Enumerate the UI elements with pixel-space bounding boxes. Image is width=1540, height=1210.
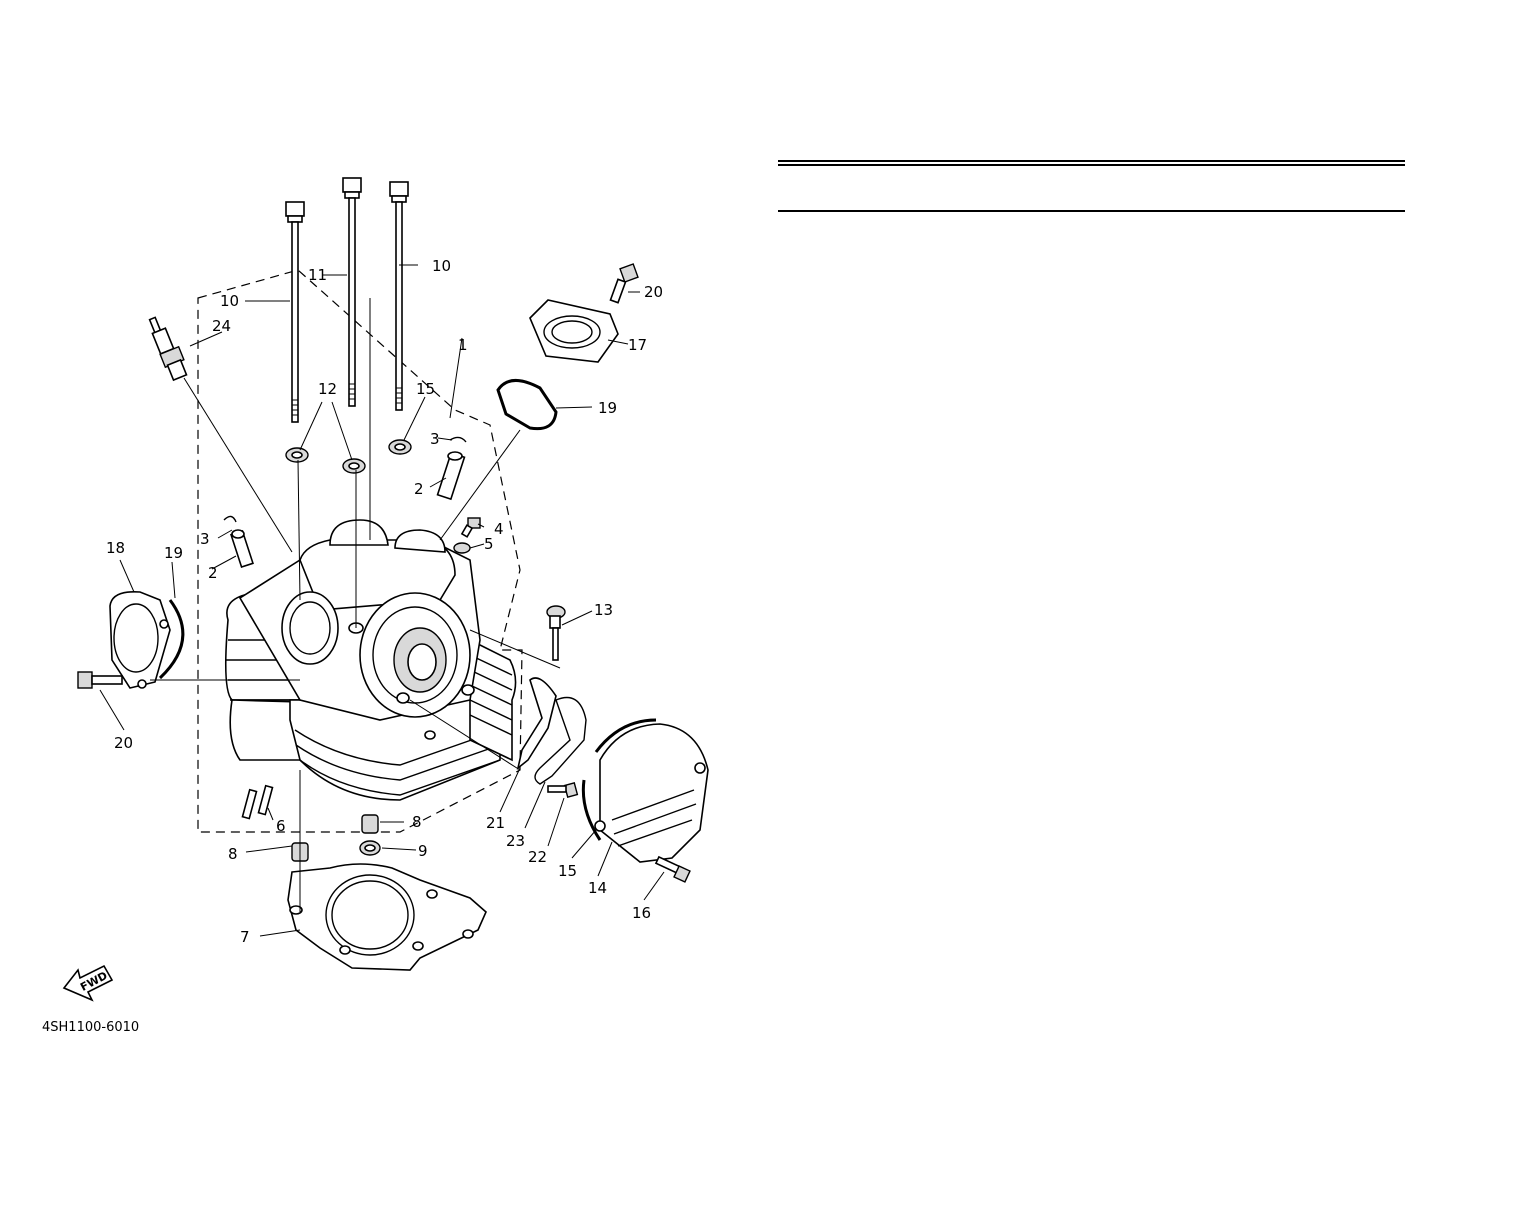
callout-21: 21 <box>486 814 505 832</box>
callout-9: 9 <box>418 842 428 860</box>
side-cover <box>594 723 709 863</box>
o-ring-top <box>496 379 558 431</box>
callout-20-left: 20 <box>114 734 133 752</box>
callout-6: 6 <box>276 817 286 835</box>
washer-small <box>453 542 471 554</box>
cylinder-head <box>224 519 517 801</box>
bolt-cover-left <box>77 671 123 689</box>
callout-7: 7 <box>240 928 250 946</box>
diagram-part-number: 4SH1100-6010 <box>42 1020 139 1035</box>
tappet-cover-top <box>529 299 619 363</box>
callout-13: 13 <box>594 601 613 619</box>
header-rule-top-2 <box>778 164 1405 166</box>
callout-15-top: 15 <box>416 380 435 398</box>
callout-2-right: 2 <box>414 480 424 498</box>
callout-12: 12 <box>318 380 337 398</box>
callout-2-left: 2 <box>208 564 218 582</box>
oil-seal-washer <box>359 840 381 856</box>
valve-guide-left <box>230 529 254 569</box>
callout-8-right: 8 <box>412 813 422 831</box>
callout-8-left: 8 <box>228 845 238 863</box>
callout-16: 16 <box>632 904 651 922</box>
callout-24: 24 <box>212 317 231 335</box>
bolt-side <box>546 605 566 661</box>
header-rule-top-1 <box>778 160 1405 162</box>
callout-10-right: 10 <box>432 257 451 275</box>
side-cover-gasket <box>581 718 657 841</box>
leader-lines <box>99 264 665 937</box>
callout-15-bottom: 15 <box>558 862 577 880</box>
stud-bolts <box>241 784 274 820</box>
callout-19-left: 19 <box>164 544 183 562</box>
header-rule-bottom <box>778 210 1405 212</box>
callout-18: 18 <box>106 539 125 557</box>
o-ring-left <box>158 599 185 680</box>
tappet-cover-left <box>109 590 171 689</box>
washer-right <box>388 439 412 455</box>
bolt-plate <box>547 782 579 798</box>
callout-23: 23 <box>506 832 525 850</box>
callout-22: 22 <box>528 848 547 866</box>
washer-left <box>285 447 309 463</box>
plate-gasket <box>534 696 587 785</box>
callout-17: 17 <box>628 336 647 354</box>
head-gasket <box>287 863 487 971</box>
callout-10-left: 10 <box>220 292 239 310</box>
callout-11: 11 <box>308 266 327 284</box>
callout-3-left: 3 <box>200 530 210 548</box>
callout-14: 14 <box>588 879 607 897</box>
head-bolt-long-right <box>389 181 409 411</box>
dowel-pin-right <box>361 814 379 834</box>
spark-plug <box>148 316 188 382</box>
washer-center <box>342 458 366 474</box>
callout-1: 1 <box>458 336 468 354</box>
fwd-arrow-icon: FWD <box>62 964 114 1002</box>
valve-guide-right <box>436 451 466 501</box>
callout-3-right: 3 <box>430 430 440 448</box>
callout-19-top: 19 <box>598 399 617 417</box>
bolt-small <box>460 517 481 538</box>
head-bolt-center <box>342 177 362 407</box>
bolt-cover-top <box>609 263 639 304</box>
cover-plate <box>516 677 557 771</box>
head-bolt-long-left <box>285 201 305 423</box>
circlip-right <box>449 436 467 443</box>
circlip-left <box>223 515 237 523</box>
callout-20-top: 20 <box>644 283 663 301</box>
callout-5: 5 <box>484 535 494 553</box>
callout-4: 4 <box>494 520 504 538</box>
bolt-side-cover <box>654 855 691 883</box>
